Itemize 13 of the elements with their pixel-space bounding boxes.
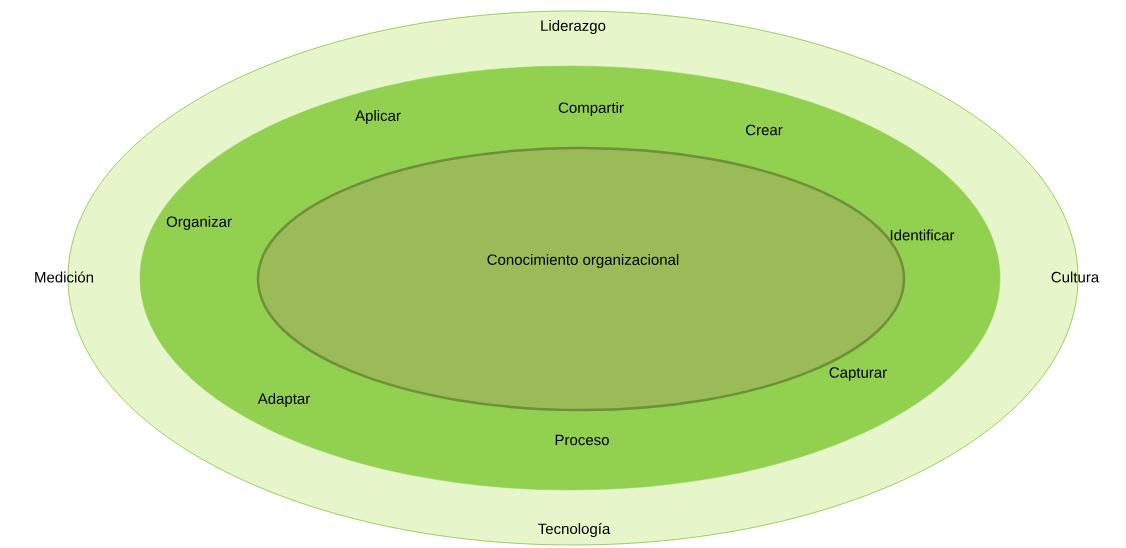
- ring-label: Tecnología: [538, 522, 611, 538]
- ring-label: Capturar: [829, 367, 887, 381]
- side-label: Medición: [35, 271, 94, 283]
- ring-label: Conocimiento organizacional: [487, 254, 679, 268]
- side-label: Cultura: [1051, 271, 1100, 283]
- ring-label: Adaptar: [257, 393, 310, 407]
- ring-label: Organizar: [166, 216, 232, 230]
- ring-label: Aplicar: [355, 110, 401, 124]
- ring-label: Identificar: [890, 229, 955, 241]
- ring-label: Crear: [746, 124, 783, 136]
- ring-label: Proceso: [555, 434, 609, 446]
- ring-label: Liderazgo: [541, 20, 606, 34]
- ring-label: Compartir: [558, 102, 624, 116]
